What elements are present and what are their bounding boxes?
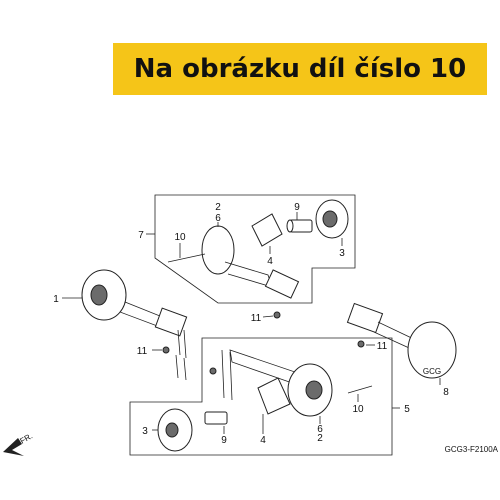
screw-11-a <box>273 311 281 319</box>
callout-1: 1 <box>53 294 59 305</box>
callout-6-lower: 6 <box>317 424 323 435</box>
left-turn-signal <box>81 269 188 381</box>
part-banner: Na obrázku díl číslo 10 <box>113 43 487 95</box>
upper-assembly-frame <box>154 194 356 304</box>
right-turn-signal: GCG <box>346 302 457 379</box>
callout-4-upper: 4 <box>267 256 273 267</box>
callout-11-a: 11 <box>251 313 262 324</box>
screw-11-d <box>209 367 217 375</box>
upper-lens <box>315 199 349 239</box>
drawing-code: GCG3-F2100A <box>445 445 499 454</box>
callout-11-b: 11 <box>137 346 148 357</box>
lower-assembly-frame <box>129 337 393 456</box>
screw-11-c <box>357 340 365 348</box>
callout-10-upper: 10 <box>174 232 186 243</box>
lower-bulb <box>204 411 228 425</box>
lower-lens-ring <box>257 377 291 415</box>
svg-text:GCG: GCG <box>423 367 441 376</box>
callout-2-upper: 2 <box>215 202 221 213</box>
lower-screw <box>347 385 373 394</box>
callout-4-lower: 4 <box>260 435 266 446</box>
lower-lens <box>157 408 193 452</box>
callout-9-lower: 9 <box>221 435 227 446</box>
callout-11-c: 11 <box>377 341 388 352</box>
upper-screw <box>167 253 206 263</box>
front-direction-arrow: FR. <box>3 431 34 456</box>
callout-7: 7 <box>138 230 144 241</box>
screw-11-b <box>162 346 170 354</box>
front-direction-label: FR. <box>19 431 35 445</box>
callout-3-lower: 3 <box>142 426 148 437</box>
lower-housing <box>287 363 333 417</box>
upper-lens-ring <box>251 213 283 247</box>
callout-5: 5 <box>404 404 410 415</box>
callout-9-upper: 9 <box>294 202 300 213</box>
callout-8: 8 <box>443 387 449 398</box>
leader-lines <box>62 212 441 434</box>
callout-6-upper: 6 <box>215 213 221 224</box>
callout-2-lower: 2 <box>317 433 323 444</box>
callout-3-upper: 3 <box>339 248 345 259</box>
upper-housing <box>201 225 300 299</box>
callout-10-lower: 10 <box>352 404 364 415</box>
upper-bulb <box>286 219 313 233</box>
